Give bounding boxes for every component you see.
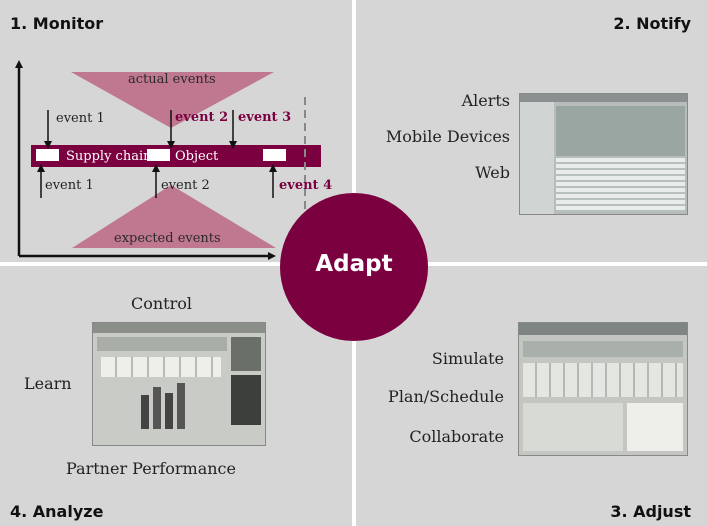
analyze-label-partner-performance: Partner Performance xyxy=(66,459,236,478)
notify-item-alerts: Alerts xyxy=(461,91,510,110)
adjust-item-simulate: Simulate xyxy=(431,349,504,368)
expected-events-triangle xyxy=(72,185,276,248)
adapt-hub-label: Adapt xyxy=(315,251,393,277)
notify-item-mobile-devices: Mobile Devices xyxy=(385,127,510,146)
actual-events-triangle xyxy=(71,72,274,128)
adjust-screenshot-image xyxy=(518,322,688,456)
notify-title: 2. Notify xyxy=(613,14,691,33)
bar-box-3 xyxy=(263,149,286,161)
top-event-3-label: event 3 xyxy=(238,110,292,125)
object-label: Object xyxy=(175,149,219,164)
adapt-hub: Adapt xyxy=(280,193,428,341)
bar-box-2 xyxy=(147,149,170,161)
bottom-event-2-label: event 2 xyxy=(161,178,210,193)
notify-item-web: Web xyxy=(475,163,510,182)
supply-chain-bar xyxy=(31,145,321,167)
adjust-item-plan-schedule: Plan/Schedule xyxy=(388,387,504,406)
supply-chain-label: Supply chain xyxy=(66,149,152,164)
analyze-screenshot-image xyxy=(92,322,266,446)
analyze-label-learn: Learn xyxy=(24,374,72,393)
monitor-title: 1. Monitor xyxy=(10,14,104,33)
bar-box-1 xyxy=(36,149,59,161)
adjust-item-collaborate: Collaborate xyxy=(409,427,504,446)
notify-screenshot-image xyxy=(519,93,688,215)
bottom-event-1-label: event 1 xyxy=(45,178,94,193)
expected-events-label: expected events xyxy=(114,231,221,246)
top-event-1-label: event 1 xyxy=(56,111,105,126)
analyze-title: 4. Analyze xyxy=(10,502,104,521)
adjust-title: 3. Adjust xyxy=(610,502,691,521)
analyze-label-control: Control xyxy=(131,294,193,313)
bottom-event-4-label: event 4 xyxy=(279,178,333,193)
top-event-2-label: event 2 xyxy=(175,110,229,125)
actual-events-label: actual events xyxy=(128,72,216,87)
